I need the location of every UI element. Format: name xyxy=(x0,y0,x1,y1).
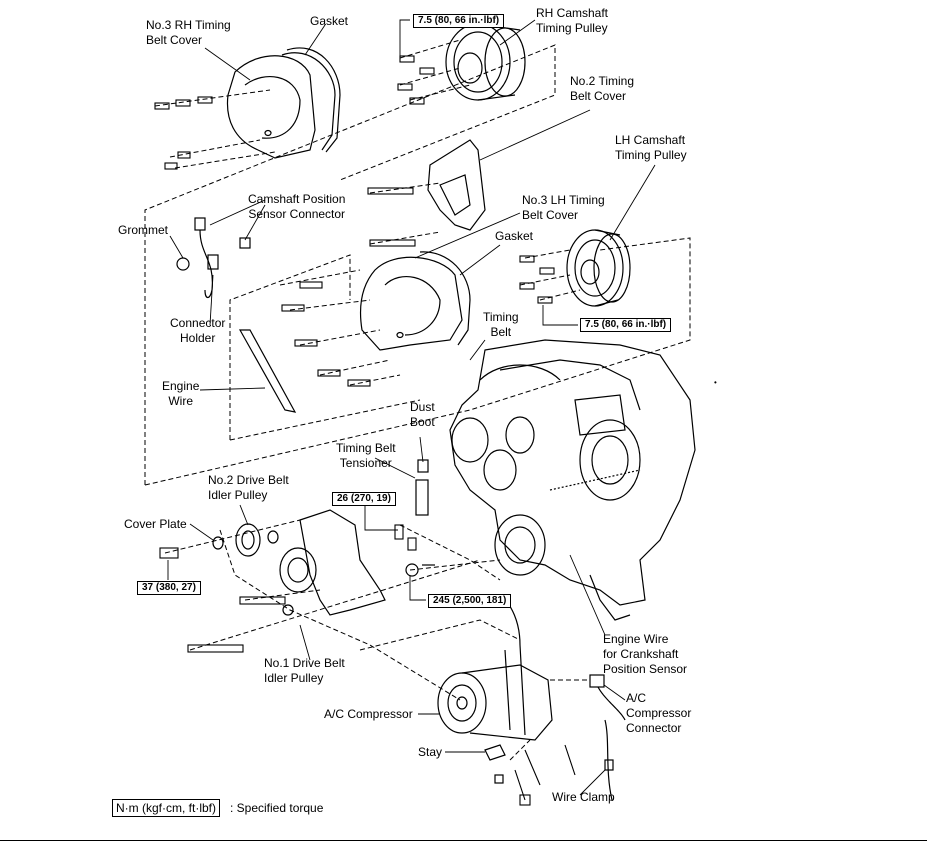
label-gasket-mid: Gasket xyxy=(495,229,534,243)
legend-text: : Specified torque xyxy=(230,801,324,815)
label-engine-wire: Engine Wire xyxy=(162,379,200,408)
label-cam-sensor-connector: Camshaft Position Sensor Connector xyxy=(248,192,346,221)
torque-tensioner: 26 (270, 19) xyxy=(332,492,396,506)
torque-idler: 37 (380, 27) xyxy=(137,581,201,595)
label-no2-cover: No.2 Timing Belt Cover xyxy=(570,74,635,103)
label-ac-connector: A/C Compressor Connector xyxy=(626,691,692,735)
label-dust-boot: Dust Boot xyxy=(410,400,435,429)
label-stay: Stay xyxy=(418,745,443,759)
pulleys-drawing xyxy=(212,459,435,616)
label-no3-lh-cover: No.3 LH Timing Belt Cover xyxy=(522,193,605,222)
label-lh-cam-pulley: LH Camshaft Timing Pulley xyxy=(615,133,687,162)
label-grommet: Grommet xyxy=(118,223,169,237)
lh-cam-pulley-drawing xyxy=(566,229,631,307)
bolts-drawing xyxy=(154,55,576,806)
label-cover-plate: Cover Plate xyxy=(124,517,187,531)
label-rh-cam-pulley: RH Camshaft Timing Pulley xyxy=(536,6,609,35)
no2-cover-drawing xyxy=(427,139,486,231)
label-timing-belt: Timing Belt xyxy=(483,310,519,339)
dashed-guide-lines xyxy=(144,39,691,761)
label-no1-idler: No.1 Drive Belt Idler Pulley xyxy=(264,656,345,685)
no3-rh-cover-drawing xyxy=(226,47,341,159)
ac-compressor-drawing xyxy=(437,599,626,801)
bottom-divider xyxy=(0,840,927,841)
torque-crank: 245 (2,500, 181) xyxy=(428,594,512,608)
torque-lh-cam: 7.5 (80, 66 in.·lbf) xyxy=(580,318,672,332)
legend-unit-box: N·m (kgf·cm, ft·lbf) xyxy=(112,799,220,817)
dot-mark: • xyxy=(714,378,717,387)
label-engine-wire-crank: Engine Wire for Crankshaft Position Sens… xyxy=(603,632,688,676)
label-wire-clamp: Wire Clamp xyxy=(552,790,615,804)
label-no2-idler: No.2 Drive Belt Idler Pulley xyxy=(208,473,289,502)
label-gasket-top: Gasket xyxy=(310,14,349,28)
label-ac-compressor: A/C Compressor xyxy=(324,707,413,721)
no3-lh-cover-drawing xyxy=(359,251,471,351)
label-no3-rh-cover: No.3 RH Timing Belt Cover xyxy=(146,18,231,47)
leader-lines xyxy=(167,19,656,796)
torque-rh-cam: 7.5 (80, 66 in.·lbf) xyxy=(413,14,505,28)
label-tensioner: Timing Belt Tensioner xyxy=(336,441,396,470)
label-connector-holder: Connector Holder xyxy=(170,316,226,345)
engine-drawing xyxy=(449,339,696,621)
